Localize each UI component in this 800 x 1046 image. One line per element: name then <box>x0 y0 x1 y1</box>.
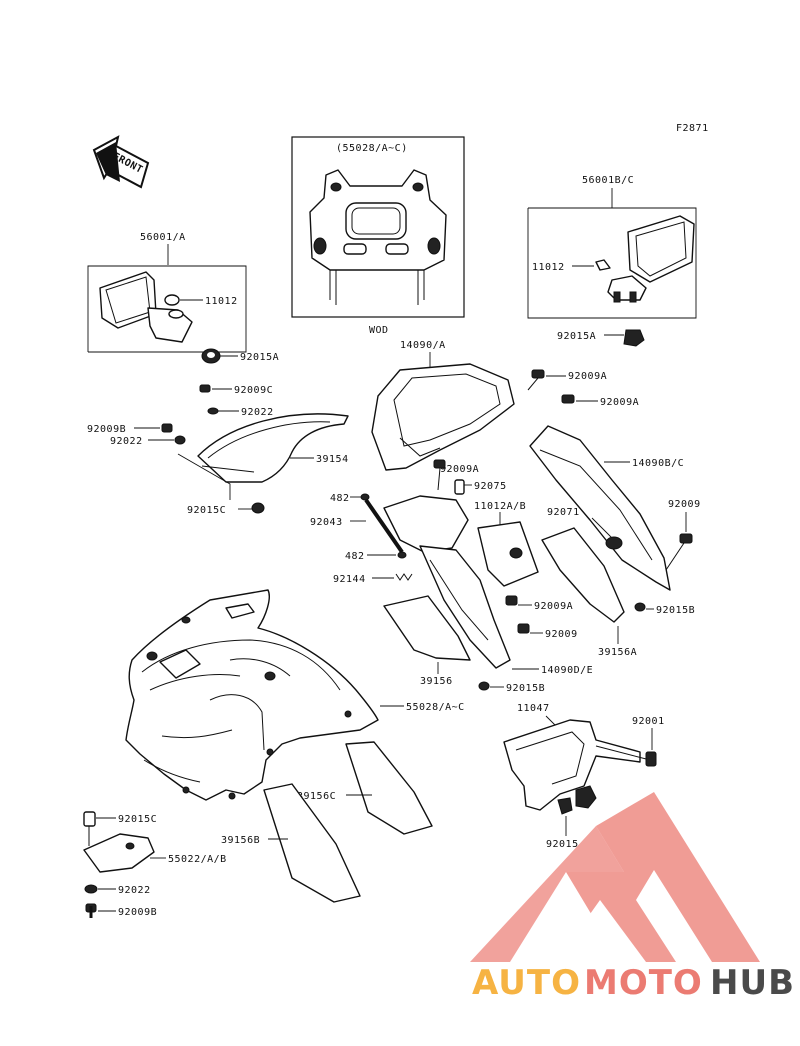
automotohub-watermark: AUTO MOTO HUB <box>470 792 795 1003</box>
inner-panel-39156A: 39156A <box>541 527 637 658</box>
watermark-text-moto: MOTO <box>584 963 703 1003</box>
main-fairing-55028: 55028/A~C <box>125 589 465 801</box>
right-mirror-group: 56001B/C 11012 92015A <box>527 175 697 347</box>
label-39154: 39154 <box>316 454 349 465</box>
windscreen-39154: 39154 92015C <box>177 413 349 516</box>
label-92009-mid: 92009 <box>545 629 578 640</box>
lower-panels: 39156C 39156B <box>221 741 433 903</box>
label-11012-left: 11012 <box>205 296 238 307</box>
label-39156B: 39156B <box>221 835 260 846</box>
label-14090DE: 14090D/E <box>541 665 593 676</box>
label-92009A-3: 92009A <box>440 464 479 475</box>
inner-panel-39156: 39156 <box>383 595 471 687</box>
label-92015B-right: 92015B <box>656 605 695 616</box>
label-11012-right: 11012 <box>532 262 565 273</box>
label-92009A-2: 92009A <box>600 397 639 408</box>
label-92015C-bot: 92015C <box>118 814 157 825</box>
fairing-variant-inset: (55028/A~C) WOD <box>291 136 465 336</box>
center-bracket-group: 92009A 92075 11012A/B 482 92043 482 9214… <box>310 459 593 694</box>
label-92009A-4: 92009A <box>534 601 573 612</box>
label-92009B-bot: 92009B <box>118 907 157 918</box>
label-92075: 92075 <box>474 481 507 492</box>
label-92001: 92001 <box>632 716 665 727</box>
watermark-text-hub: HUB <box>710 963 795 1003</box>
watermark-logo-icon <box>470 792 760 962</box>
label-482-top: 482 <box>330 493 350 504</box>
label-14090BC: 14090B/C <box>632 458 684 469</box>
label-92144: 92144 <box>333 574 366 585</box>
label-92022-left: 92022 <box>110 436 143 447</box>
watermark-text-auto: AUTO <box>472 963 581 1003</box>
label-39156: 39156 <box>420 676 453 687</box>
label-92009-right: 92009 <box>668 499 701 510</box>
left-mirror-group: 56001/A 11012 92015A <box>87 232 279 364</box>
label-92015B-mid: 92015B <box>506 683 545 694</box>
label-56001BC: 56001B/C <box>582 175 634 186</box>
front-arrow-icon: FRONT <box>92 135 150 189</box>
label-92015-bot: 92015 <box>546 839 579 850</box>
label-14090A: 14090/A <box>400 340 446 351</box>
fairing-stay-11047: 11047 92001 92015 <box>503 703 665 850</box>
label-39156A: 39156A <box>598 647 637 658</box>
label-92009C: 92009C <box>234 385 273 396</box>
label-11047: 11047 <box>517 703 550 714</box>
label-92015A-left: 92015A <box>240 352 279 363</box>
label-92043: 92043 <box>310 517 343 528</box>
lower-left-hardware: 92015C 55022/A/B 92022 92009B <box>83 811 227 918</box>
instrument-cover-14090A: 14090/A 92009A 92009A <box>371 340 639 471</box>
inset-caption: WOD <box>369 325 389 336</box>
label-11012AB: 11012A/B <box>474 501 526 512</box>
label-92022-top: 92022 <box>241 407 274 418</box>
label-92009B-left: 92009B <box>87 424 126 435</box>
diagram-ref-code: F2871 <box>676 123 709 134</box>
label-92015A-right: 92015A <box>557 331 596 342</box>
label-39156C: 39156C <box>297 791 336 802</box>
label-92071: 92071 <box>547 507 580 518</box>
label-55028AC: 55028/A~C <box>406 702 465 713</box>
label-482-bot: 482 <box>345 551 365 562</box>
inset-part-label: (55028/A~C) <box>336 143 408 154</box>
label-55022AB: 55022/A/B <box>168 854 227 865</box>
label-92022-bot: 92022 <box>118 885 151 896</box>
label-56001A: 56001/A <box>140 232 186 243</box>
screen-hardware-group: 92009C 92022 92009B 92022 <box>87 384 274 447</box>
side-cover-14090BC: 14090B/C 92071 92009 92015B <box>529 425 701 616</box>
label-92015C-mid: 92015C <box>187 505 226 516</box>
label-92009A-1: 92009A <box>568 371 607 382</box>
